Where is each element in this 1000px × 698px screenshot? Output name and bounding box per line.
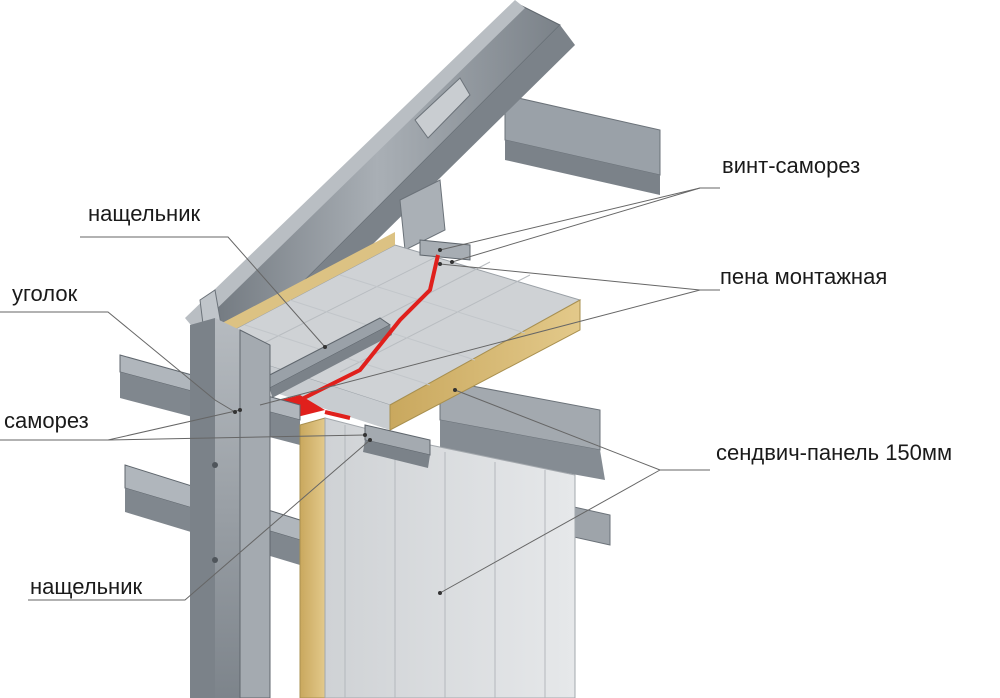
top-flashing <box>259 239 471 398</box>
leader-screw-self-tapping-2 <box>451 187 701 263</box>
wall-sandwich-panel <box>299 417 576 698</box>
label-flashing-bottom: нащельник <box>30 574 143 599</box>
leader-panel-2 <box>439 469 661 594</box>
leader-screw-self-tapping-1 <box>439 187 720 251</box>
leader-screw-2 <box>107 434 366 441</box>
label-angle: уголок <box>12 281 78 306</box>
steel-column <box>190 318 271 698</box>
label-screw: саморез <box>4 408 89 433</box>
label-mounting-foam: пена монтажная <box>720 264 888 289</box>
leader-flashing-top <box>80 236 326 348</box>
leader-lines <box>0 187 720 601</box>
leader-foam-2 <box>259 289 701 406</box>
label-sandwich-panel: сендвич-панель 150мм <box>716 440 953 465</box>
rear-purlin-top <box>504 94 661 195</box>
leader-angle <box>0 311 236 413</box>
leader-flashing-bottom <box>28 439 371 601</box>
label-flashing-top: нащельник <box>88 201 201 226</box>
leader-dots <box>233 248 457 595</box>
label-screw-self-tapping: винт-саморез <box>722 153 861 178</box>
